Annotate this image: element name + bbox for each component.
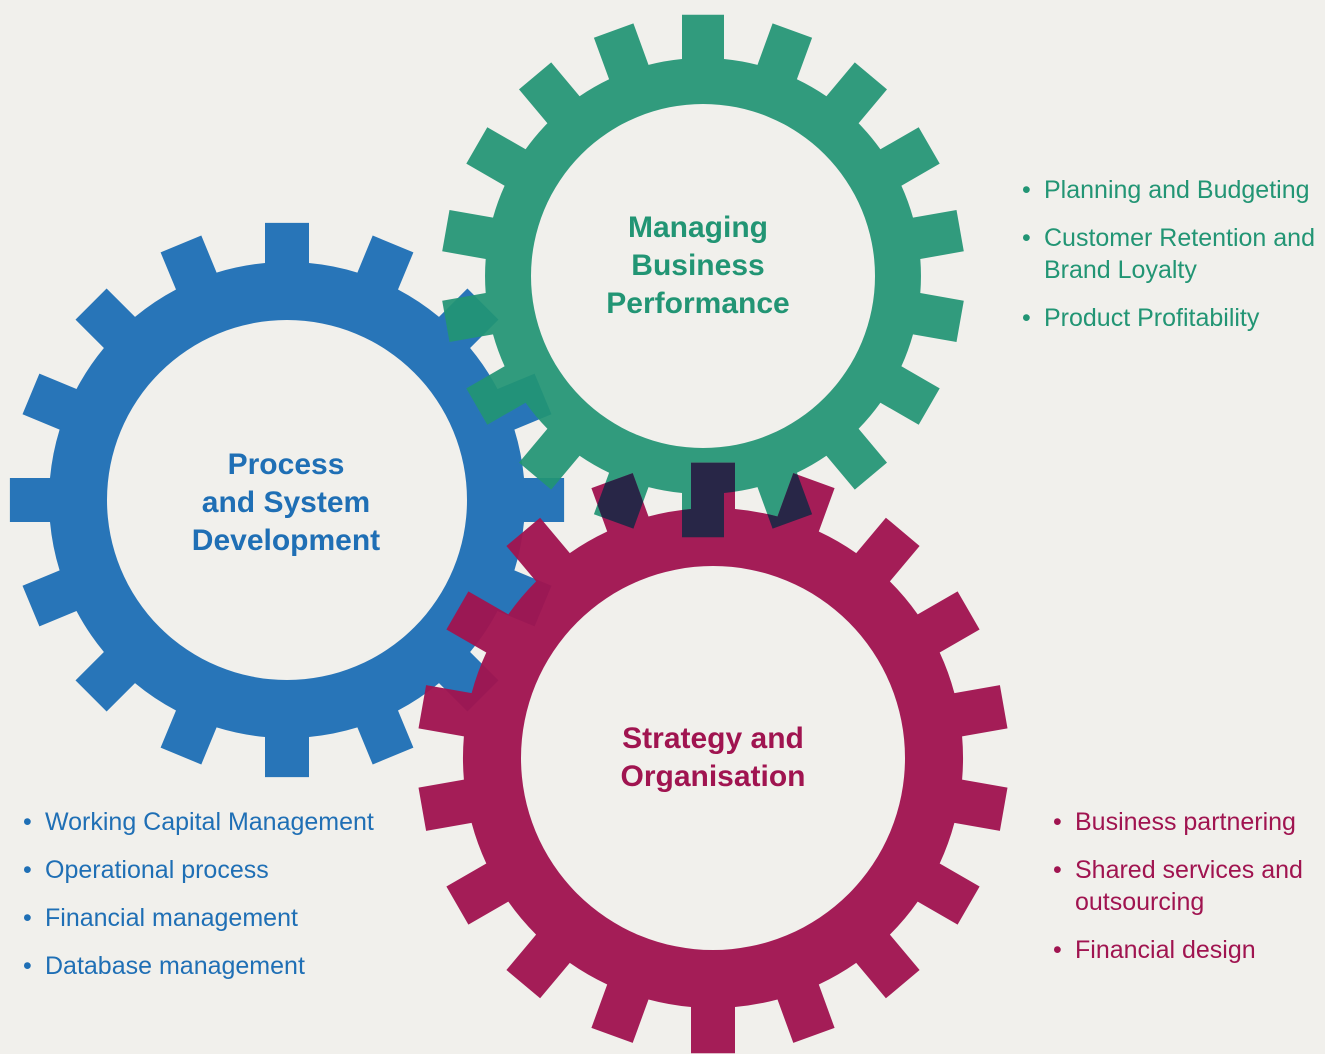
gear-title-process: Process and System Development — [136, 446, 436, 560]
list-process: Working Capital Management Operational p… — [23, 806, 403, 998]
gear-title-line: Organisation — [620, 760, 806, 793]
list-item: Business partnering — [1053, 806, 1323, 838]
list-item: Working Capital Management — [23, 806, 403, 838]
gear-title-line: Managing — [628, 211, 768, 244]
list-managing: Planning and Budgeting Customer Retentio… — [1022, 174, 1322, 350]
gear-managing — [442, 14, 964, 538]
gear-title-line: Development — [191, 524, 381, 557]
list-item: Product Profitability — [1022, 302, 1322, 334]
gear-process — [9, 222, 565, 778]
gear-title-line: Business — [631, 249, 765, 282]
gear-title-managing: Managing Business Performance — [550, 209, 846, 323]
gear-title-strategy: Strategy and Organisation — [563, 720, 863, 796]
list-item: Database management — [23, 950, 403, 982]
gear-strategy — [418, 462, 1008, 1054]
gear-title-line: Strategy and — [622, 722, 804, 755]
list-strategy: Business partnering Shared services ando… — [1053, 806, 1323, 982]
gear-title-line: and System — [201, 486, 371, 519]
list-item: Operational process — [23, 854, 403, 886]
list-item: Financial management — [23, 902, 403, 934]
gear-title-line: Performance — [606, 287, 790, 320]
gear-title-line: Process — [227, 448, 345, 481]
list-item: Financial design — [1053, 934, 1323, 966]
list-item: Planning and Budgeting — [1022, 174, 1322, 206]
